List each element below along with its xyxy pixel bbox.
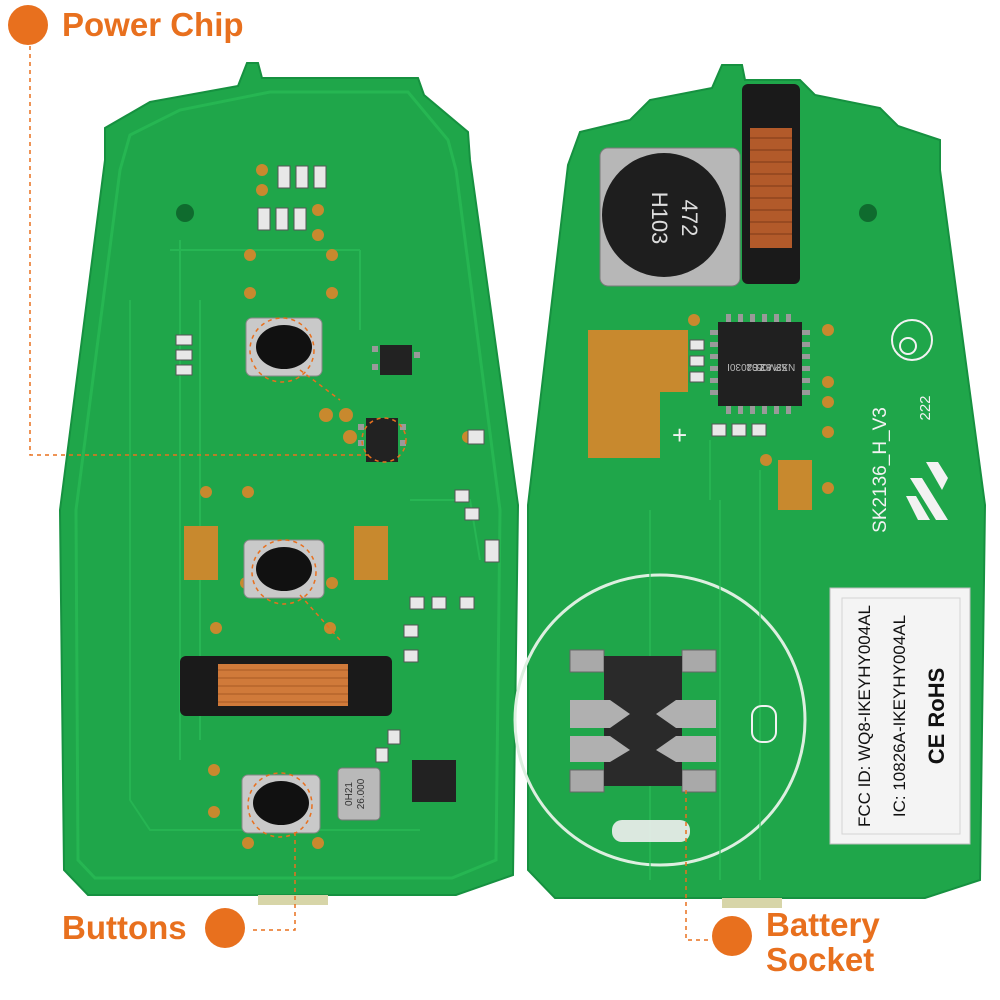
board-number: 222 bbox=[917, 395, 934, 420]
compliance-marks: CE RoHS bbox=[924, 668, 949, 765]
antenna-coil bbox=[180, 656, 392, 716]
tact-switch-3 bbox=[241, 774, 321, 834]
power-chip: NXP 53M05 83 04 ZS2030I bbox=[710, 314, 810, 414]
chip-marking-line-3: 83 04 bbox=[746, 361, 771, 372]
crystal-oscillator: 26.000 0H21 bbox=[337, 767, 381, 821]
tact-switch-1 bbox=[245, 317, 323, 377]
vertical-coil bbox=[742, 84, 800, 284]
callout-label-buttons: Buttons bbox=[62, 908, 187, 946]
callout-label-battery-line-2: Socket bbox=[766, 940, 875, 978]
right-pcb-board: 472 H103 + bbox=[513, 64, 987, 908]
chip-marking-line-4: ZS2030I bbox=[727, 361, 765, 372]
crystal-marking-line-2: 0H21 bbox=[344, 782, 355, 806]
inductor-marking-line-2: H103 bbox=[647, 192, 672, 245]
callout-label-battery-line-1: Battery bbox=[766, 906, 880, 943]
board-code: SK2136_H_V3 bbox=[870, 407, 891, 533]
battery-clip bbox=[569, 649, 717, 793]
chip-marking-line-2: 53M05 bbox=[756, 361, 787, 372]
callout-dot bbox=[204, 908, 245, 948]
callout-buttons: Buttons bbox=[62, 908, 245, 948]
callout-label-battery-socket: Battery Socket bbox=[766, 906, 880, 978]
plus-sign: + bbox=[672, 420, 687, 450]
power-inductor: 472 H103 bbox=[599, 147, 741, 287]
callout-battery-socket: Battery Socket bbox=[712, 906, 880, 978]
chip-marking-line-1: NXP bbox=[774, 361, 795, 372]
callout-power-chip: Power Chip bbox=[8, 5, 244, 45]
crystal-marking-line-1: 26.000 bbox=[356, 778, 367, 809]
tact-switch-2 bbox=[243, 539, 325, 599]
callout-dot bbox=[712, 916, 752, 956]
callout-dot bbox=[8, 5, 48, 45]
recycle-mark-icon bbox=[891, 319, 933, 361]
left-pcb-board: 26.000 0H21 bbox=[58, 62, 520, 905]
callout-leaders bbox=[29, 46, 712, 941]
callout-label-power-chip: Power Chip bbox=[62, 5, 244, 43]
fcc-id: FCC ID: WQ8-IKEYHY004AL bbox=[855, 605, 874, 827]
fcc-label-sticker: FCC ID: WQ8-IKEYHY004AL IC: 10826A-IKEYH… bbox=[829, 587, 971, 845]
ic-number: IC: 10826A-IKEYHY004AL bbox=[890, 615, 909, 817]
manufacturer-logo-icon bbox=[906, 462, 948, 520]
inductor-marking-line-1: 472 bbox=[677, 200, 702, 237]
